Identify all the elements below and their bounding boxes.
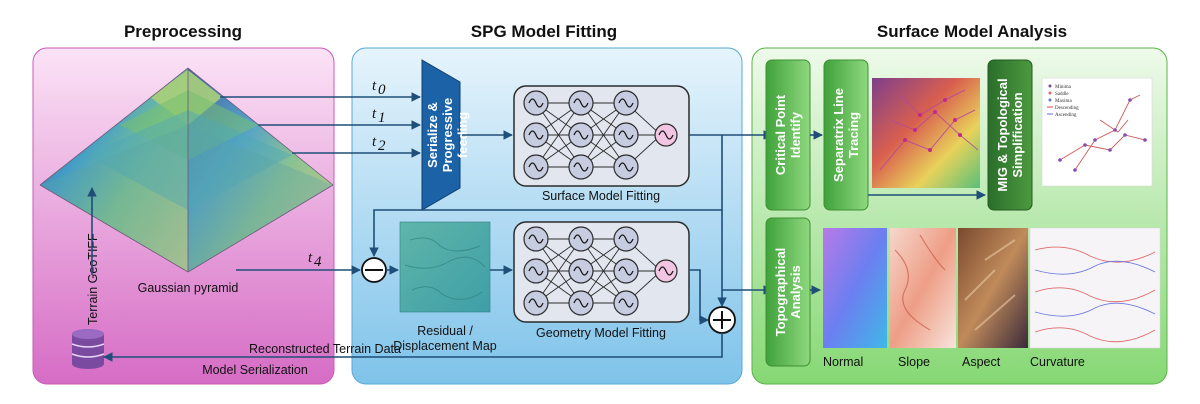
svg-text:Tracing: Tracing — [846, 112, 861, 158]
net-edge — [535, 238, 582, 304]
serialize-label: Serialize & Progressive feeding — [425, 98, 470, 172]
svg-text:Critical Point: Critical Point — [773, 94, 788, 175]
mig-legend: Minima Saddle Maxima Descending Ascendin… — [1047, 84, 1079, 118]
section-title-spg: SPG Model Fitting — [471, 22, 617, 41]
section-title-analysis: Surface Model Analysis — [877, 22, 1067, 41]
sine-icon — [618, 130, 634, 140]
svg-text:t: t — [372, 134, 377, 150]
residual-line1: Residual / — [417, 324, 473, 338]
mig-label: MIG & Topological Simplification — [995, 78, 1025, 191]
sine-icon — [618, 162, 634, 172]
sine-icon — [528, 234, 544, 244]
serialize-block — [421, 59, 461, 211]
svg-text:Descending: Descending — [1055, 106, 1079, 111]
slope-map — [890, 228, 956, 348]
level-label-t4: t 4 — [308, 250, 322, 270]
reconstructed-label: Reconstructed Terrain Data — [249, 342, 401, 356]
normal-map — [823, 228, 887, 348]
sine-icon — [658, 266, 674, 276]
map-label-normal: Normal — [823, 355, 863, 369]
gaussian-pyramid — [39, 67, 334, 273]
separatrix-block — [823, 59, 869, 211]
sine-icon — [528, 130, 544, 140]
svg-text:Simplification: Simplification — [1010, 92, 1025, 177]
topographical-label: Topographical Analysis — [773, 248, 803, 337]
sine-icon — [528, 298, 544, 308]
sine-icon — [618, 234, 634, 244]
model-serialization-label: Model Serialization — [202, 363, 308, 377]
svg-text:1: 1 — [378, 110, 386, 126]
sine-icon — [618, 298, 634, 308]
surface-network — [523, 90, 678, 180]
map-label-aspect: Aspect — [962, 355, 1001, 369]
net-edge — [580, 102, 627, 168]
map-label-slope: Slope — [898, 355, 930, 369]
curvature-map — [1029, 227, 1161, 349]
svg-text:t: t — [372, 106, 377, 122]
level-label-t2: t 2 — [372, 134, 386, 154]
level-label-t0: t 0 — [372, 78, 386, 98]
svg-text:Maxima: Maxima — [1055, 99, 1072, 104]
svg-text:Identify: Identify — [788, 111, 803, 158]
level-label-t1: t 1 — [372, 106, 386, 126]
sine-icon — [658, 130, 674, 140]
sine-icon — [528, 266, 544, 276]
geometry-network-box — [513, 221, 690, 323]
svg-text:Saddle: Saddle — [1055, 92, 1069, 97]
sine-icon — [573, 130, 589, 140]
arrow-geometry-to-plus — [689, 269, 709, 325]
svg-text:Serialize &: Serialize & — [425, 102, 440, 168]
svg-text:Ascending: Ascending — [1055, 113, 1077, 118]
sine-icon — [573, 298, 589, 308]
critical-point-label: Critical Point Identify — [773, 94, 803, 175]
sine-icon — [573, 98, 589, 108]
geometry-model-caption: Geometry Model Fitting — [536, 326, 666, 340]
sine-icon — [528, 98, 544, 108]
sine-icon — [528, 162, 544, 172]
section-title-preprocessing: Preprocessing — [124, 22, 242, 41]
svg-text:2: 2 — [378, 138, 386, 154]
mig-graph-panel — [1041, 77, 1153, 187]
arrow-reconstructed-back — [103, 333, 723, 362]
svg-text:Analysis: Analysis — [788, 265, 803, 318]
terrain-geotiff-label: Terrain GeoTIFF — [86, 233, 100, 325]
pyramid-caption: Gaussian pyramid — [138, 281, 239, 295]
sine-icon — [573, 162, 589, 172]
svg-text:t: t — [308, 250, 313, 266]
surface-network-box — [513, 85, 690, 187]
map-label-curvature: Curvature — [1030, 355, 1085, 369]
svg-text:Topographical: Topographical — [773, 248, 788, 337]
residual-line2: Displacement Map — [393, 339, 497, 353]
net-edge — [580, 238, 627, 304]
aspect-map — [958, 228, 1028, 348]
svg-text:Minima: Minima — [1055, 85, 1072, 90]
mig-block — [987, 59, 1033, 211]
svg-text:4: 4 — [314, 254, 322, 270]
sine-icon — [618, 98, 634, 108]
separatrix-label: Separatrix Line Tracing — [831, 88, 861, 182]
sine-icon — [573, 234, 589, 244]
net-edge — [535, 102, 582, 168]
sine-icon — [573, 266, 589, 276]
surface-model-caption: Surface Model Fitting — [542, 189, 660, 203]
svg-text:t: t — [372, 78, 377, 94]
svg-text:0: 0 — [378, 82, 386, 98]
database-icon — [71, 329, 105, 369]
separatrix-image — [872, 78, 980, 188]
topographical-block — [765, 217, 811, 367]
sine-icon — [618, 266, 634, 276]
svg-text:Progressive: Progressive — [440, 98, 455, 172]
svg-text:MIG & Topological: MIG & Topological — [995, 78, 1010, 191]
geometry-network — [523, 226, 678, 316]
svg-text:Separatrix Line: Separatrix Line — [831, 88, 846, 182]
